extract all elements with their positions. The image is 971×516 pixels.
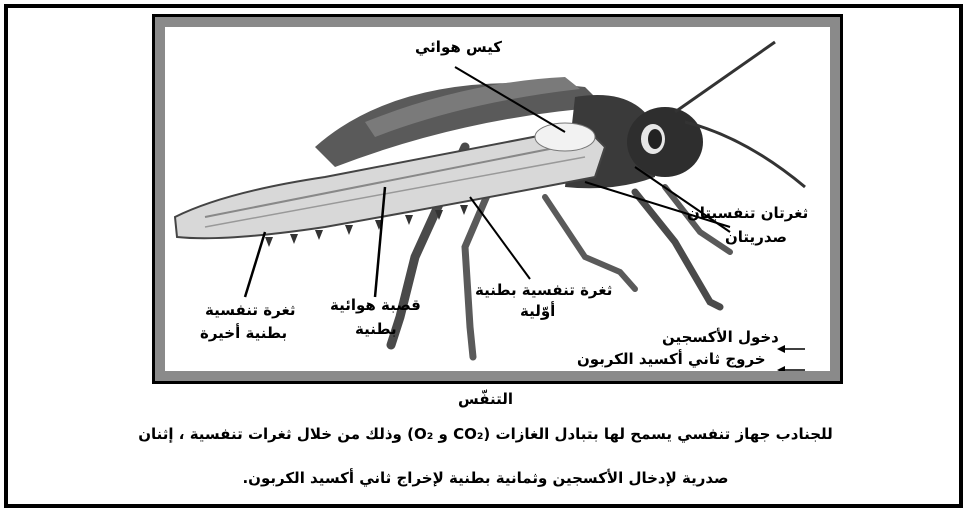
eye-pupil [648, 129, 662, 149]
antenna [675, 42, 775, 112]
grasshopper-figure: كيس هوائي ثغرتان تنفسيتان صدريتان ثغرة ت… [152, 14, 843, 384]
label-thoracic-spiracles-1: ثغرتان تنفسيتان [687, 203, 808, 223]
caption-line-2: صدرية لإدخال الأكسجين وثمانية بطنية لإخر… [0, 469, 971, 487]
leader-last-abdominal [245, 232, 265, 297]
label-last-abdominal-2: بطنية أخيرة [200, 323, 287, 343]
leader-first-abdominal [470, 197, 530, 279]
air-sac-shape [535, 123, 595, 151]
legend-arrow-co2 [777, 366, 805, 371]
legend-oxygen-in: دخول الأكسجين [662, 327, 779, 347]
caption-title: التنفّس [0, 390, 971, 408]
label-first-abdominal-1: ثغرة تنفسية بطنية [475, 280, 612, 300]
hind-leg-2 [465, 177, 495, 357]
label-air-sac: كيس هوائي [415, 37, 502, 57]
label-last-abdominal-1: ثغرة تنفسية [205, 300, 296, 320]
head [627, 107, 703, 177]
label-abdominal-trachea-1: قصبة هوائية [330, 295, 421, 315]
antenna-2 [685, 122, 805, 187]
label-first-abdominal-2: أوّلية [520, 301, 555, 321]
figure-canvas: كيس هوائي ثغرتان تنفسيتان صدريتان ثغرة ت… [165, 27, 830, 371]
middle-leg [545, 197, 635, 289]
label-abdominal-trachea-2: بطنية [355, 319, 397, 339]
label-thoracic-spiracles-2: صدريتان [725, 227, 787, 247]
legend-co2-out: خروج ثاني أكسيد الكربون [577, 349, 766, 369]
caption-line-1: للجنادب جهاز تنفسي يسمح لها بتبادل الغاز… [0, 425, 971, 443]
legend-arrow-oxygen [777, 345, 805, 353]
